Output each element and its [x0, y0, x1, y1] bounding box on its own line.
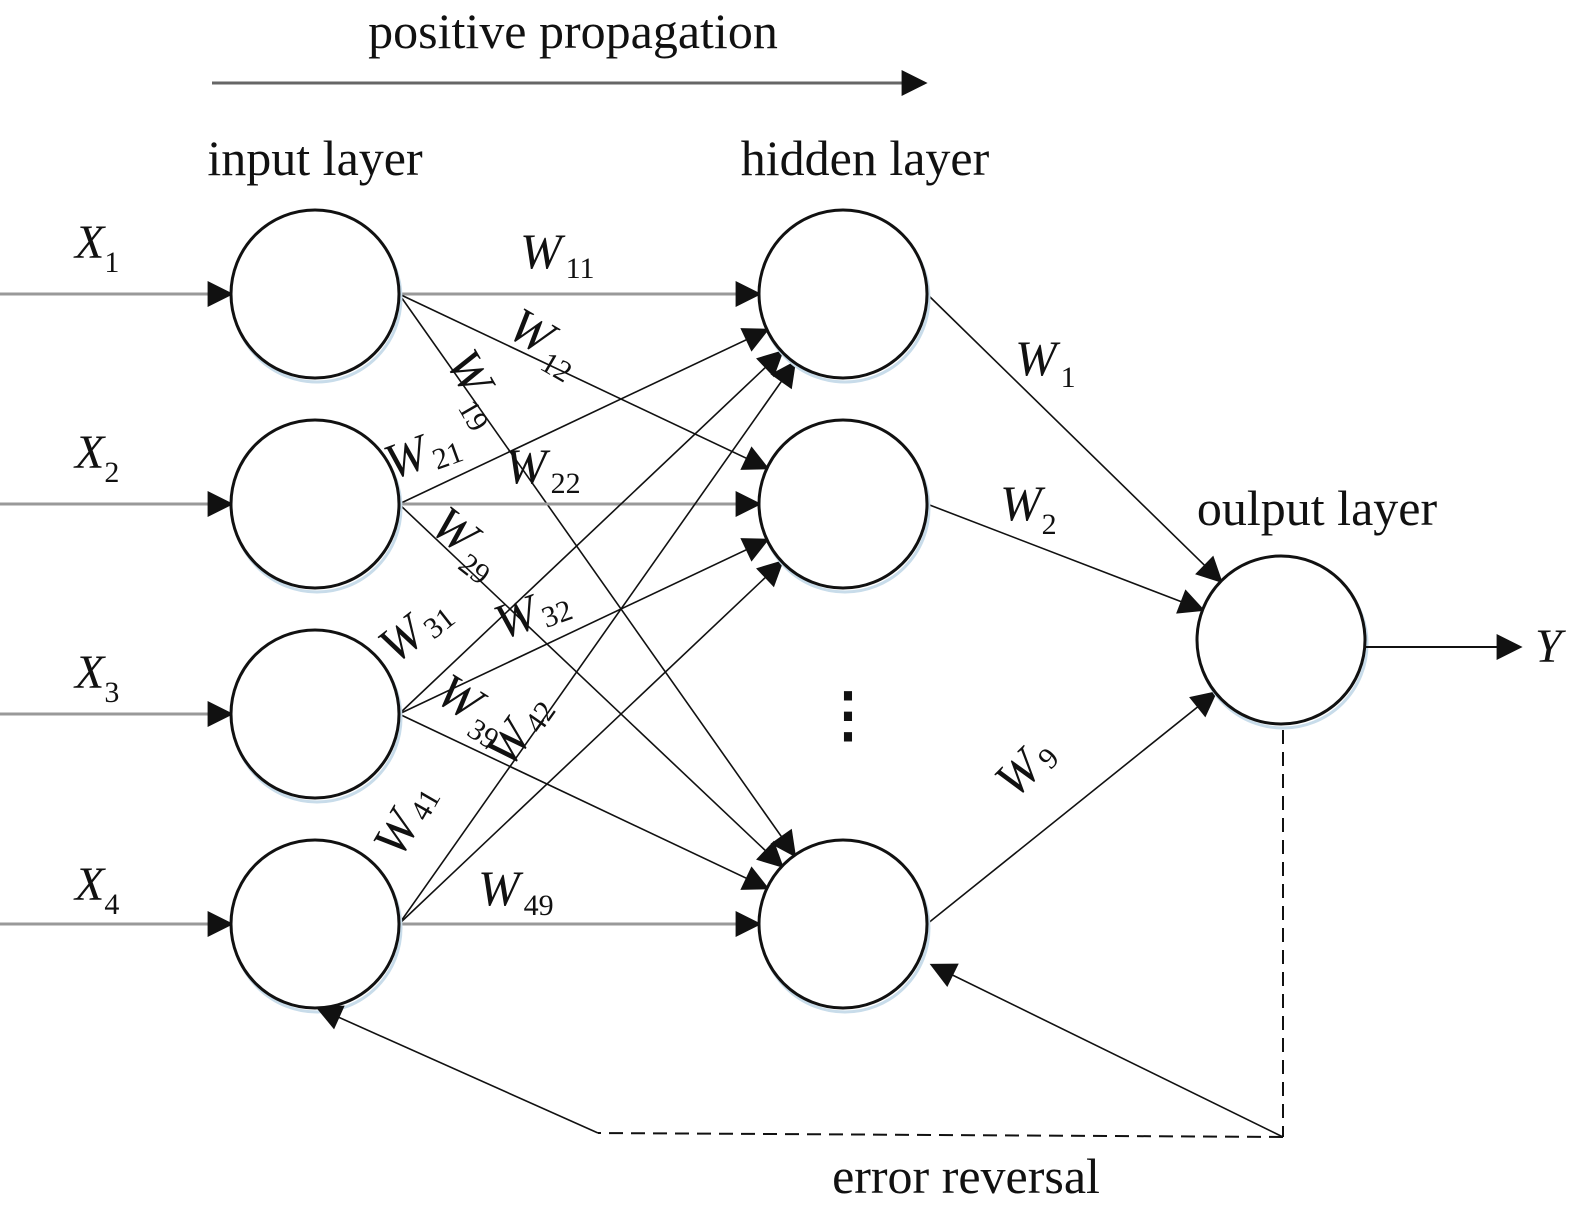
input-label-3: X3	[73, 646, 119, 709]
input-arrows	[0, 281, 234, 937]
feedback-arrow-hidden	[929, 963, 1284, 1138]
input-node-3	[229, 628, 403, 804]
hidden-layer-title: hidden layer	[741, 130, 990, 186]
input-node-1	[229, 208, 403, 384]
input-layer-title: input layer	[207, 130, 423, 186]
edge-x3-h9	[398, 713, 770, 890]
output-node	[1195, 554, 1369, 730]
edge-x1-h9	[398, 293, 797, 858]
edge-x1-h2	[398, 293, 770, 470]
hidden-node-1	[757, 208, 931, 384]
input-node-3-circle	[229, 628, 401, 800]
input-labels: X1 X2 X3 X4	[73, 216, 119, 921]
input-label-1: X1	[73, 216, 119, 279]
propagation-title: positive propagation	[368, 3, 778, 59]
hidden-ellipsis: ⋮	[818, 682, 878, 748]
edge-x4-h2	[398, 559, 784, 925]
hidden-node-3	[757, 838, 931, 1014]
hidden-node-1-circle	[757, 208, 929, 380]
feedback-arrow-input	[315, 1005, 599, 1134]
weight-label-w31: W31	[367, 583, 461, 674]
hidden-node-2	[757, 418, 931, 594]
weight-label-w9: W9	[983, 725, 1065, 807]
edge-h9-output	[926, 690, 1218, 925]
input-node-4-circle	[229, 838, 401, 1010]
edge-h2-output	[926, 503, 1206, 614]
hidden-node-3-circle	[757, 838, 929, 1010]
edge-x4-h1	[398, 360, 797, 925]
output-layer-title: oulput layer	[1197, 480, 1438, 536]
nodes	[229, 208, 1369, 1014]
output-node-circle	[1195, 554, 1367, 726]
weight-label-w32: W32	[487, 572, 577, 650]
input-node-2-circle	[229, 418, 401, 590]
weight-label-w12: W12	[496, 296, 594, 389]
edge-x3-h2	[398, 538, 770, 715]
input-node-4	[229, 838, 403, 1014]
edge-x3-h1	[398, 349, 784, 715]
hidden-node-2-circle	[757, 418, 929, 590]
weight-label-w29: W29	[416, 495, 515, 592]
edge-x2-h1	[398, 328, 770, 505]
weight-label-w41: W41	[361, 772, 447, 866]
weight-label-w19: W19	[429, 340, 522, 438]
weight-label-w42: W42	[473, 682, 562, 776]
input-label-2: X2	[73, 426, 119, 489]
edge-x2-h9	[398, 503, 784, 869]
error-reversal-feedback	[315, 730, 1284, 1138]
input-label-4: X4	[73, 858, 119, 921]
input-node-2	[229, 418, 403, 594]
edge-h1-output	[926, 293, 1223, 584]
weight-label-w2: W2	[1000, 475, 1057, 541]
output-label: Y	[1535, 620, 1566, 673]
feedback-dashed-horizontal	[597, 1132, 1284, 1138]
edges	[398, 281, 1223, 937]
error-reversal-label: error reversal	[832, 1148, 1100, 1204]
input-node-1-circle	[229, 208, 401, 380]
